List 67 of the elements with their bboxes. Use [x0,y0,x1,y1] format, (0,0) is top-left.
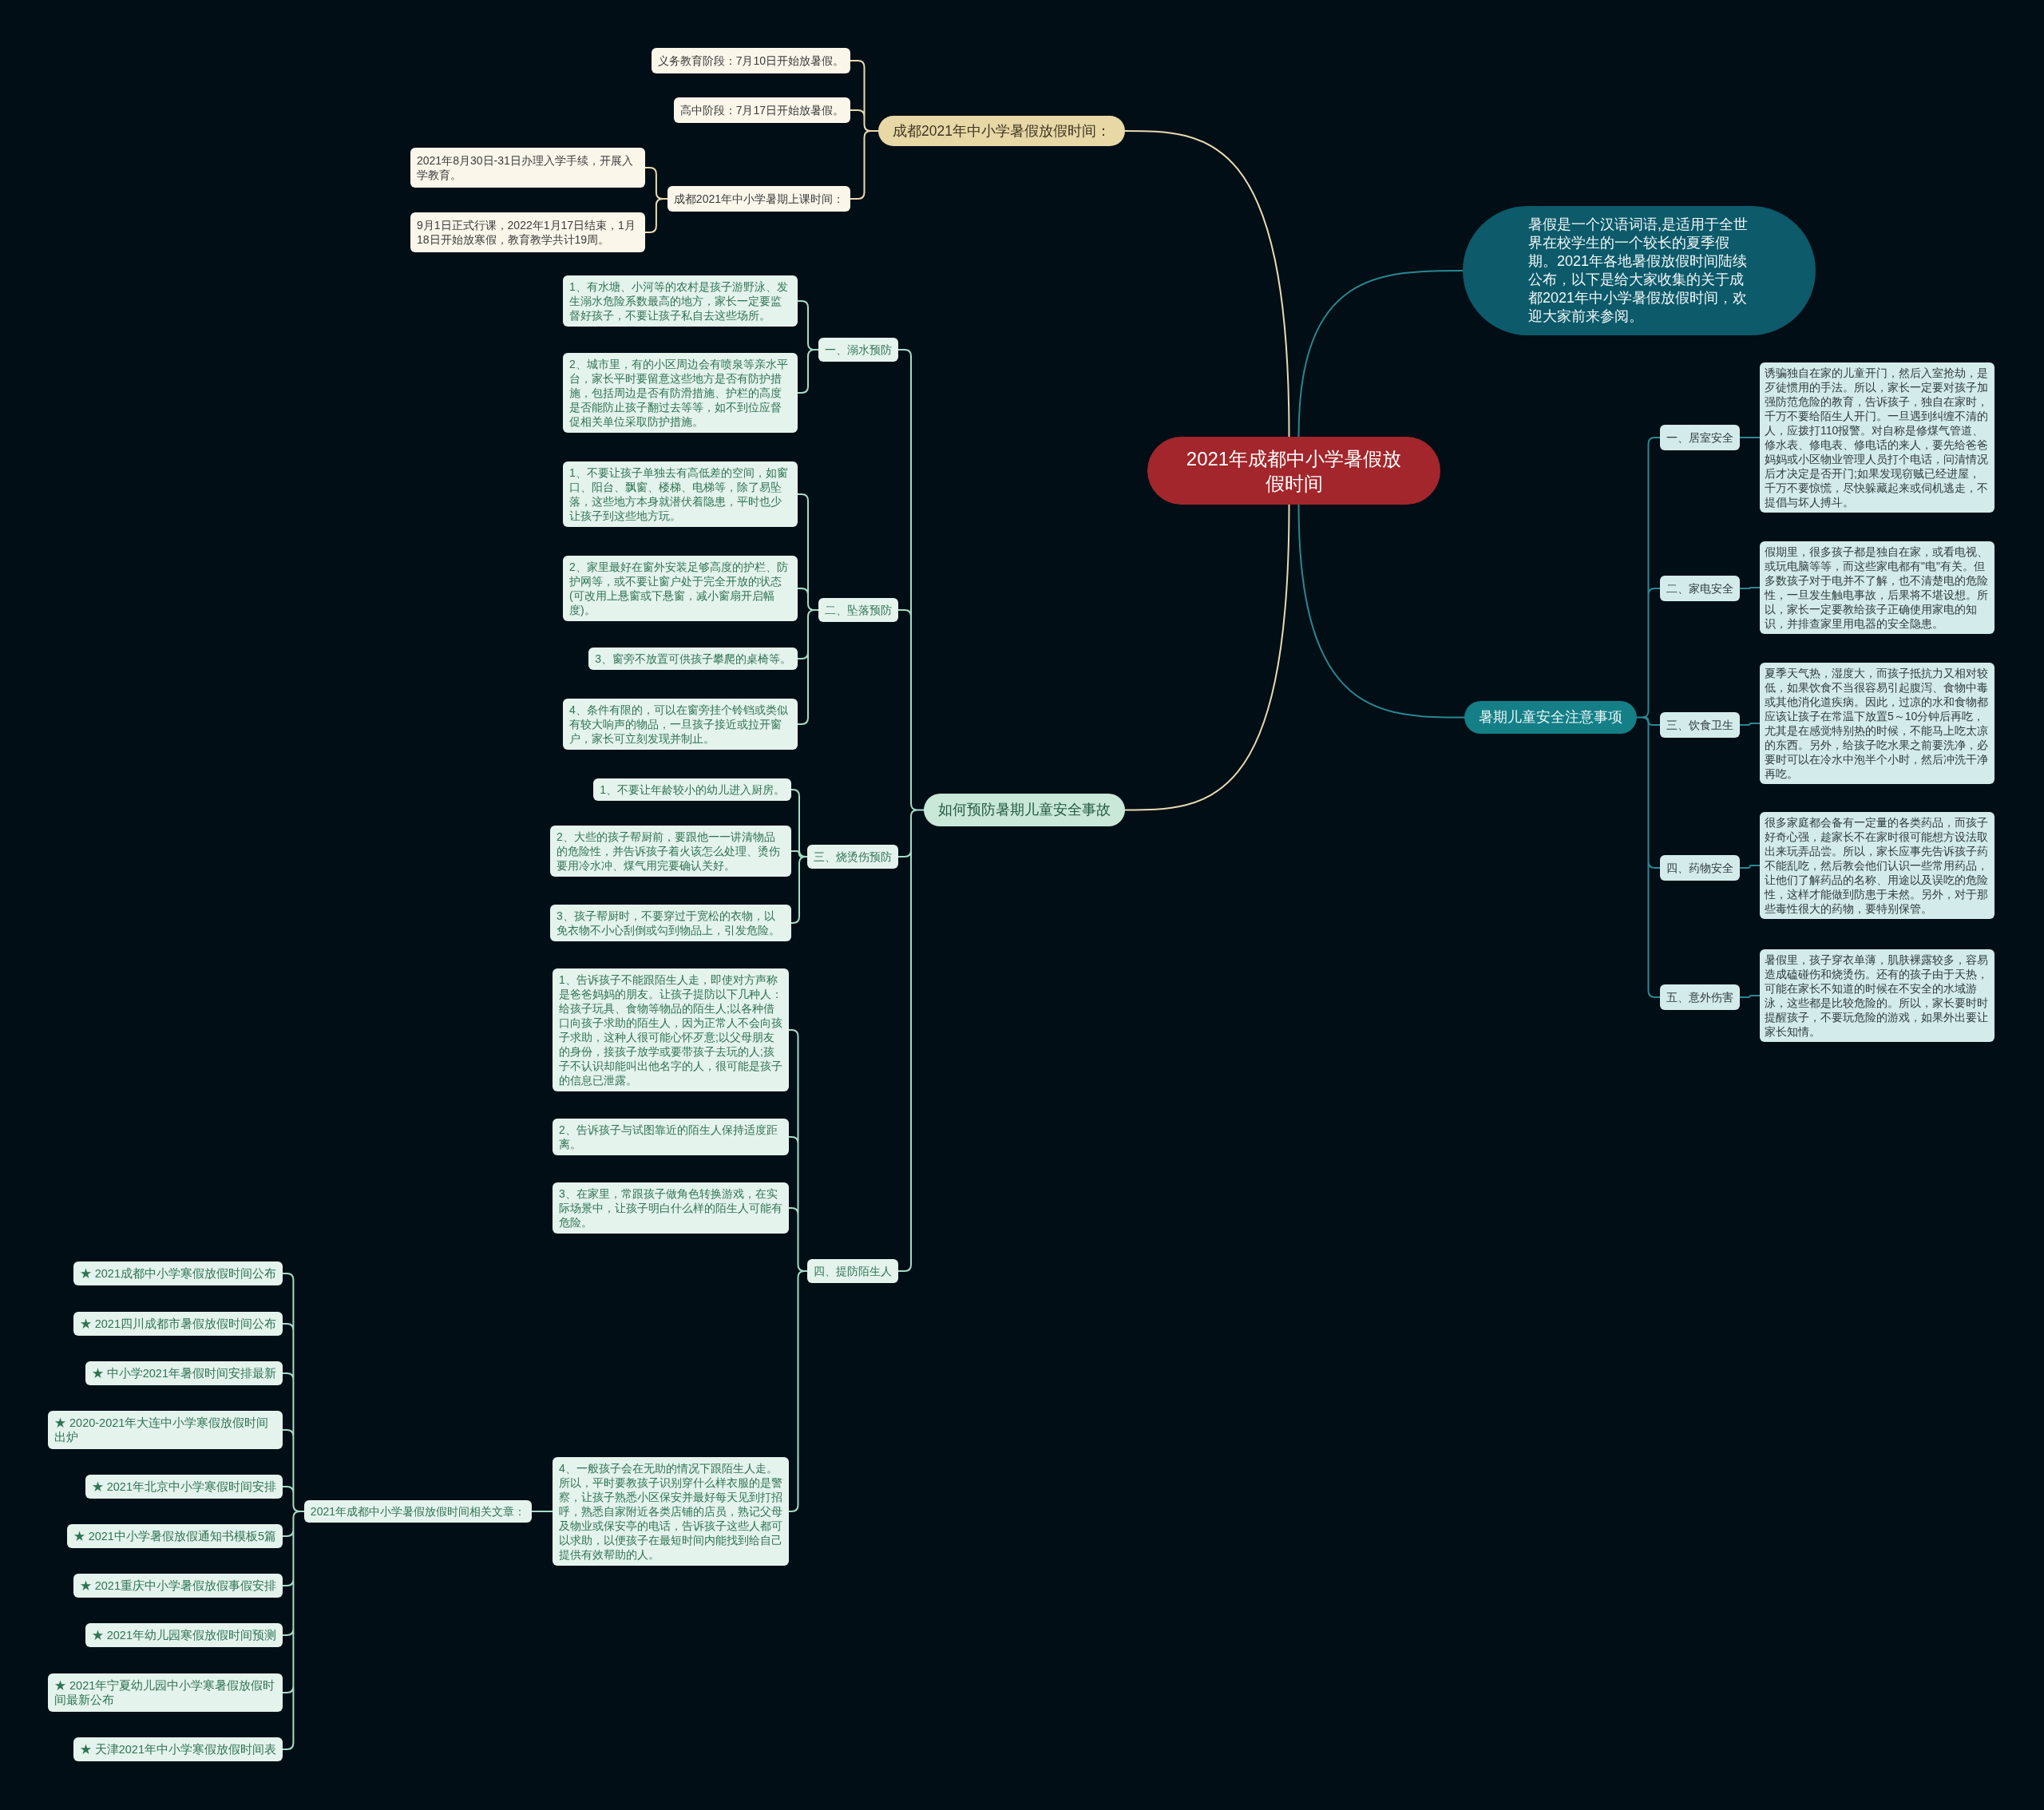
note-box: 2021年成都中小学暑假放假时间相关文章： [303,1500,532,1523]
subtopic-box: 一、溺水预防 [818,338,898,362]
connector-line [1739,587,1761,589]
note-box: 2021年8月30日-31日办理入学手续，开展入学教育。 [410,148,645,188]
note-box: 高中阶段：7月17日开始放暑假。 [673,97,850,123]
branch-pill: 暑期儿童安全注意事项 [1464,701,1637,734]
note-box: 1、有水塘、小河等的农村是孩子游野泳、发生溺水危险系数最高的地方，家长一定要监督好孩子，不要让孩子私自去这些场所。 [563,275,798,327]
article-link-box: ★ 天津2021年中小学寒假放假时间表 [73,1737,283,1761]
note-box: 夏季天气热，湿度大，而孩子抵抗力又相对较低，如果饮食不当很容易引起腹泻、食物中毒或其他消化道疾病。因此，过凉的水和食物都应该让孩子在常温下放置5～10分钟后再吃，尤其是在感觉特别热的时候，不能马上吃太凉的东西。另外，给孩子吃水果之前要洗净，必要时可以在冷水中泡半个小时，然后冲洗干净再吃。 [1760,663,1994,784]
connector-line [1739,723,1761,726]
note-box: 诱骗独自在家的儿童开门，然后入室抢劫，是歹徒惯用的手法。所以，家长一定要对孩子加强防范危险的教育，告诉孩子，独自在家时，千万不要给陌生人开门。一旦遇到纠缠不清的人，应拨打110报警。对自称是修煤气管道、修水表、修电表、修电话的来人，要先给爸爸妈妈或小区物业管理人员打个电话，问清情况后才决定是否开门;如果发现窃贼已经进屋，千万不要惊慌，尽快躲藏起来或伺机逃走，不提倡与坏人搏斗。 [1760,362,1994,513]
connector-line [797,493,819,725]
note-box: 1、不要让孩子单独去有高低差的空间，如窗口、阳台、飘窗、楼梯、电梯等，除了易坠落，这些地方本身就潜伏着隐患，平时也少让孩子到这些地方玩。 [563,461,798,527]
note-box: 2、城市里，有的小区周边会有喷泉等亲水平台，家长平时要留意这些地方是否有防护措施，包括周边是否有防滑措施、护栏的高度是否能防止孩子翻过去等等，如不到位应督促相关单位采取防护措施。 [563,353,798,433]
branch-pill: 如何预防暑期儿童安全事故 [924,794,1125,826]
article-link-box: ★ 2021年宁夏幼儿园中小学寒暑假放假时间最新公布 [48,1673,283,1712]
note-box: 3、孩子帮厨时，不要穿过于宽松的衣物，以免衣物不小心刮倒或勾到物品上，引发危险。 [550,905,791,941]
subtopic-box: 五、意外伤害 [1660,984,1740,1010]
article-link-box: ★ 中小学2021年暑假时间安排最新 [85,1361,283,1385]
connector-line [1124,130,1290,438]
subtopic-box: 三、饮食卫生 [1660,712,1740,738]
connector-line [1297,504,1465,719]
subtopic-box: 二、家电安全 [1660,576,1740,601]
branch-pill: 成都2021年中小学暑假放假时间： [878,116,1125,146]
article-link-box: ★ 2021年北京中小学寒假时间安排 [85,1475,283,1499]
note-box: 3、在家里，常跟孩子做角色转换游戏，在实际场景中，让孩子明白什么样的陌生人可能有危险。 [553,1182,789,1234]
connector-line [1739,865,1761,869]
note-box: 成都2021年中小学暑期上课时间： [667,186,850,212]
subtopic-box: 四、药物安全 [1660,855,1740,881]
article-link-box: ★ 2021四川成都市暑假放假时间公布 [73,1312,283,1336]
connector-line [897,349,925,1272]
article-link-box: ★ 2021年幼儿园寒假放假时间预测 [85,1623,283,1647]
note-box: 9月1日正式行课，2022年1月17日结束，1月18日开始放寒假，教育教学共计19周。 [410,212,645,252]
central-topic-pill: 2021年成都中小学暑假放假时间 [1147,437,1440,505]
article-link-box: ★ 2021成都中小学寒假放假时间公布 [73,1261,283,1285]
article-link-box: ★ 2021中小学暑假放假通知书模板5篇 [66,1524,283,1548]
note-box: 2、告诉孩子与试图靠近的陌生人保持适度距离。 [553,1119,789,1155]
note-box: 2、大些的孩子帮厨前，要跟他一一讲清物品的危险性，并告诉孩子着火该怎么处理、烫伤要用冷水冲、煤气用完要确认关好。 [550,826,791,877]
note-box: 暑假里，孩子穿衣单薄，肌肤裸露较多，容易造成磕碰伤和烧烫伤。还有的孩子由于天热，可能在家长不知道的时候在不安全的水域游泳，这些都是比较危险的。所以，家长要时时提醒孩子，不要玩危险的游戏，如果外出要让家长知情。 [1760,949,1994,1042]
connector-line [1636,437,1661,998]
subtopic-box: 一、居室安全 [1660,425,1740,450]
connector-line [282,1273,305,1750]
connector-line [788,1029,808,1512]
note-box: 4、一般孩子会在无助的情况下跟陌生人走。所以，平时要教孩子识别穿什么样衣服的是警察，让孩子熟悉小区保安并最好每天见到打招呼，熟悉自家附近各类店铺的店员，熟记父母及物业或保安亭的电话，告诉孩子这些人都可以求助，以便孩子在最短时间内能找到给自己提供有效帮助的人。 [553,1457,789,1566]
subtopic-box: 四、提防陌生人 [807,1259,898,1283]
connector-line [850,60,880,200]
note-box: 2、家里最好在窗外安装足够高度的护栏、防护网等，或不要让窗户处于完全开放的状态(可改用上悬窗或下悬窗，减小窗扇开启幅度)。 [563,556,798,621]
article-link-box: ★ 2021重庆中小学暑假放假事假安排 [73,1574,283,1598]
note-box: 很多家庭都会备有一定量的各类药品，而孩子好奇心强，趁家长不在家时很可能想方设法取出来玩弄品尝。所以，家长应事先告诉孩子药不能乱吃，然后教会他们认识一些常用药品，让他们了解药品的名称、用途以及误吃的危险性，这样才能做到防患于未然。另外，对于那些毒性很大的药物，要特别保管。 [1760,812,1994,919]
connector-line [1297,270,1464,438]
connector-line [790,789,808,924]
article-link-box: ★ 2020-2021年大连中小学寒假放假时间出炉 [48,1411,283,1449]
note-box: 3、窗旁不放置可供孩子攀爬的桌椅等。 [588,648,798,670]
intro-pill: 暑假是一个汉语词语,是适用于全世界在校学生的一个较长的夏季假期。2021年各地暑假放假时间陆续公布，以下是给大家收集的关于成都2021年中小学暑假放假时间，欢迎大家前来参阅。 [1463,206,1816,335]
note-box: 1、告诉孩子不能跟陌生人走，即使对方声称是爸爸妈妈的朋友。让孩子提防以下几种人：给孩子玩具、食物等物品的陌生人;以各种借口向孩子求助的陌生人，因为正常人不会向孩子求助，这种人很可能心怀歹意;以父母朋友的身份，接孩子放学或要带孩子去玩的人;孩子不认识却能叫出他名字的人，很可能是孩子的信息已泄露。 [553,968,789,1091]
connector-line [1739,437,1761,438]
note-box: 1、不要让年龄较小的幼儿进入厨房。 [593,778,791,801]
subtopic-box: 二、坠落预防 [818,598,898,622]
connector-line [797,300,819,394]
connector-line [531,1511,553,1512]
connector-line [1124,504,1290,811]
note-box: 义务教育阶段：7月10日开始放暑假。 [651,48,850,73]
note-box: 假期里，很多孩子都是独自在家，或看电视、或玩电脑等等，而这些家电都有"电"有关。但多数孩子对于电并不了解，也不清楚电的危险性，一旦发生触电事故，后果将不堪设想。所以，家长一定要教给孩子正确使用家电的知识，并排查家里用电器的安全隐患。 [1760,541,1994,634]
note-box: 4、条件有限的，可以在窗旁挂个铃铛或类似有较大响声的物品，一旦孩子接近或拉开窗户，家长可立刻发现并制止。 [563,699,798,750]
subtopic-box: 三、烧烫伤预防 [807,845,898,869]
connector-line [644,167,668,233]
connector-line [1739,995,1761,998]
